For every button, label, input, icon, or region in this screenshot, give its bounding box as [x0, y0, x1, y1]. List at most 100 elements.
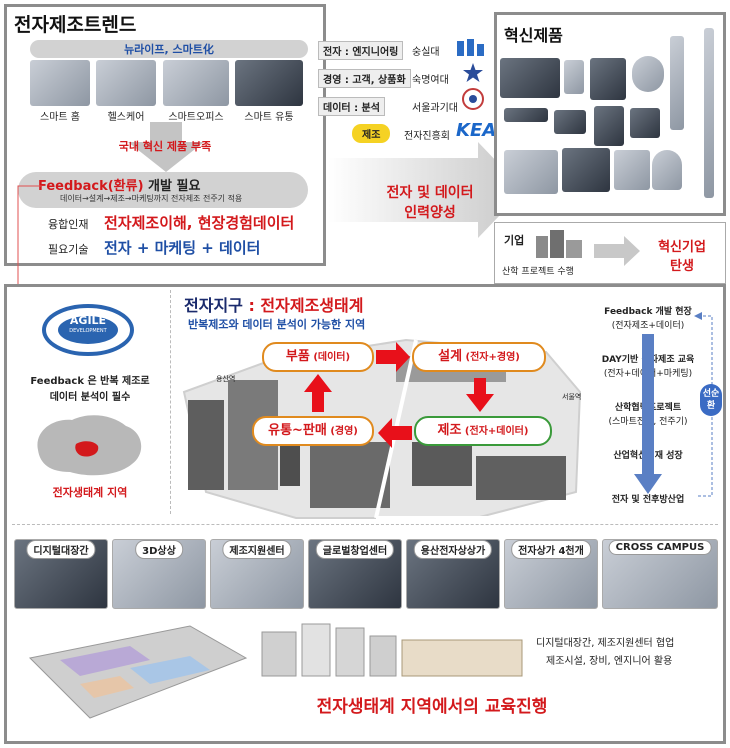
drone-photo	[500, 58, 560, 98]
row1-value: 전자제조이해, 현장경험데이터	[104, 214, 295, 232]
cycle-design-label: 설계	[438, 349, 463, 364]
right-list-2: (전자제조+데이터)	[611, 321, 685, 331]
cycle-design: 설계 (전자+경영)	[412, 342, 546, 372]
soongsil-logo-icon	[457, 39, 484, 56]
trend-title: 전자제조트렌드	[14, 14, 137, 36]
cycle-parts: 부품 (데이터)	[262, 342, 374, 372]
district-title-b: : 전자제조생태계	[242, 296, 364, 315]
loop-line	[694, 312, 713, 497]
corp-result-1: 혁신기업	[658, 240, 706, 255]
partner-tag-2: 경영 : 고객, 상품화	[318, 69, 411, 88]
lack-text: 국내 혁신 제품 부족	[118, 140, 212, 153]
place-photo-6: 전자상가 4천개	[504, 539, 598, 609]
sookmyung-logo-icon	[463, 63, 483, 82]
partner-tag-4: 제조	[352, 124, 391, 143]
cycle-badge: 선순환	[700, 384, 722, 416]
feedback-pill	[18, 172, 308, 208]
cycle-manufacture: 제조 (전자+데이터)	[414, 416, 552, 446]
partner-org-2: 숙명여대	[412, 75, 449, 86]
tablet-photo	[630, 108, 660, 138]
glasses-photo	[504, 108, 548, 122]
map-label-seoul: 서울역	[562, 393, 582, 401]
corp-sub: 산학 프로젝트 수행	[502, 267, 574, 277]
partner-tag-1: 전자 : 엔지니어링	[318, 41, 404, 60]
smart-retail-photo	[235, 60, 303, 106]
corp-arrow-icon	[594, 236, 640, 266]
gripper-photo	[562, 148, 610, 192]
right-list-1: Feedback 개발 현장	[604, 307, 692, 317]
seoul-map-icon	[37, 415, 142, 476]
place-photo-2: 3D상상	[112, 539, 206, 609]
note-2: 제조시설, 장비, 엔지니어 활용	[546, 656, 673, 667]
divider-horizontal	[12, 524, 718, 525]
arm-robot-photo	[504, 150, 558, 194]
center-big-arrow-icon	[328, 142, 524, 238]
cycle-manufacture-sub: (전자+데이터)	[461, 426, 529, 437]
agile-icon	[42, 304, 134, 356]
trend-item-2: 헬스케어	[107, 112, 145, 123]
divider-vertical	[170, 290, 171, 514]
district-title: 전자지구 : 전자제조생태계	[184, 292, 363, 316]
row1-label: 융합인재	[48, 218, 89, 231]
healthcare-photo	[96, 60, 156, 106]
place-label-2: 3D상상	[135, 540, 183, 559]
cycle-distribution: 유통~판매 (경영)	[252, 416, 374, 446]
cycle-arrows-icon	[304, 342, 494, 448]
place-label-4: 글로벌창업센터	[315, 540, 395, 559]
center-arrow-line1: 전자 및 데이터	[386, 185, 474, 201]
feedback-note-2: 데이터 분석이 필수	[49, 392, 131, 403]
seoultech-logo-icon	[462, 88, 484, 110]
streetlight-photo	[704, 28, 714, 198]
partner-org-4: 전자진흥회	[404, 131, 450, 142]
cycle-manufacture-label: 제조	[437, 423, 462, 438]
runner-photo	[594, 106, 624, 146]
floor-plan	[28, 625, 248, 719]
phone-photo	[564, 60, 584, 94]
feedback-note-1: Feedback 은 반복 제조로	[30, 376, 150, 387]
trend-item-1: 스마트 홈	[40, 112, 80, 123]
building-icon	[536, 230, 582, 258]
cycle-parts-label: 부품	[285, 349, 310, 364]
cycle-parts-sub: (데이터)	[309, 352, 351, 363]
partner-org-1: 숭실대	[412, 47, 440, 58]
camera-gimbal-photo	[590, 58, 626, 100]
agile-text: AGILE	[69, 314, 107, 327]
action-cam-photo	[554, 110, 586, 134]
right-list-arrow-icon	[634, 334, 662, 494]
place-photo-5: 용산전자상상가	[406, 539, 500, 609]
cycle-design-sub: (전자+경영)	[462, 352, 520, 363]
smart-home-photo	[30, 60, 90, 106]
place-label-1: 디지털대장간	[26, 540, 96, 559]
glove-photo	[614, 150, 650, 190]
trend-item-3: 스마트오피스	[168, 112, 224, 123]
smart-office-photo	[163, 60, 229, 106]
feedback-title-red: Feedback(환류)	[38, 179, 144, 194]
trend-pill	[30, 40, 308, 58]
place-photo-7: CROSS CAMPUS	[602, 539, 718, 609]
district-sub: 반복제조와 데이터 분석이 가능한 지역	[188, 318, 366, 331]
center-arrow-line2: 인력양성	[404, 205, 456, 221]
trend-item-4: 스마트 유통	[244, 112, 294, 123]
machines-line	[261, 623, 523, 677]
note-1: 디지털대장간, 제조지원센터 협업	[536, 638, 675, 649]
innovation-title: 혁신제품	[504, 26, 563, 45]
vacuum-photo	[670, 36, 684, 130]
place-label-7: CROSS CAMPUS	[608, 540, 712, 555]
kea-logo: KEA	[456, 120, 497, 141]
place-photo-1: 디지털대장간	[14, 539, 108, 609]
trend-pill-text: 뉴라이프, 스마트化	[124, 43, 214, 56]
cycle-distribution-label: 유통~판매	[268, 423, 327, 438]
smart-bulb-photo	[652, 150, 682, 190]
map-label-yongsan: 용산역	[216, 375, 236, 383]
corp-label: 기업	[504, 234, 525, 247]
down-arrow-icon	[128, 122, 204, 172]
robot-photo	[632, 56, 664, 92]
feedback-sub: 데이터→설계→제조→마케팅까지 전자제조 전주기 적용	[60, 194, 243, 203]
row2-label: 필요기술	[48, 243, 89, 256]
district-title-a: 전자지구	[184, 296, 243, 315]
row2-value: 전자 + 마케팅 + 데이터	[104, 239, 261, 257]
right-list-8: 전자 및 전후방산업	[611, 495, 685, 505]
partner-org-3: 서울과기대	[412, 103, 458, 114]
corp-result-2: 탄생	[670, 259, 694, 274]
place-label-6: 전자상가 4천개	[511, 540, 591, 559]
